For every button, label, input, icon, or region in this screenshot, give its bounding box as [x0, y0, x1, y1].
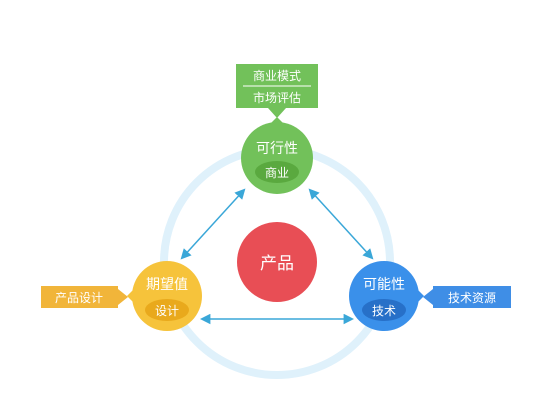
top-tag: 商业模式 市场评估 [236, 64, 318, 118]
top-tag-line2: 市场评估 [253, 90, 301, 105]
node-possibility: 可能性 技术 [349, 261, 424, 331]
node-feasibility-title: 可行性 [256, 141, 298, 157]
left-tag: 产品设计 [41, 286, 128, 308]
node-feasibility: 可行性 商业 [241, 117, 313, 194]
left-tag-text: 产品设计 [55, 291, 103, 305]
right-tag: 技术资源 [423, 286, 511, 308]
center-node: 产品 [237, 222, 317, 302]
arrow-feasibility-expectation [180, 188, 246, 260]
node-expectation-title: 期望值 [146, 277, 188, 293]
top-tag-line1: 商业模式 [253, 68, 301, 83]
node-possibility-title: 可能性 [363, 277, 405, 293]
node-possibility-sub: 技术 [372, 304, 396, 318]
center-label: 产品 [260, 254, 294, 274]
right-tag-text: 技术资源 [448, 291, 496, 305]
node-expectation-sub: 设计 [155, 304, 179, 318]
node-feasibility-sub: 商业 [265, 165, 289, 180]
node-expectation: 期望值 设计 [127, 261, 202, 331]
arrow-feasibility-possibility [308, 188, 374, 260]
